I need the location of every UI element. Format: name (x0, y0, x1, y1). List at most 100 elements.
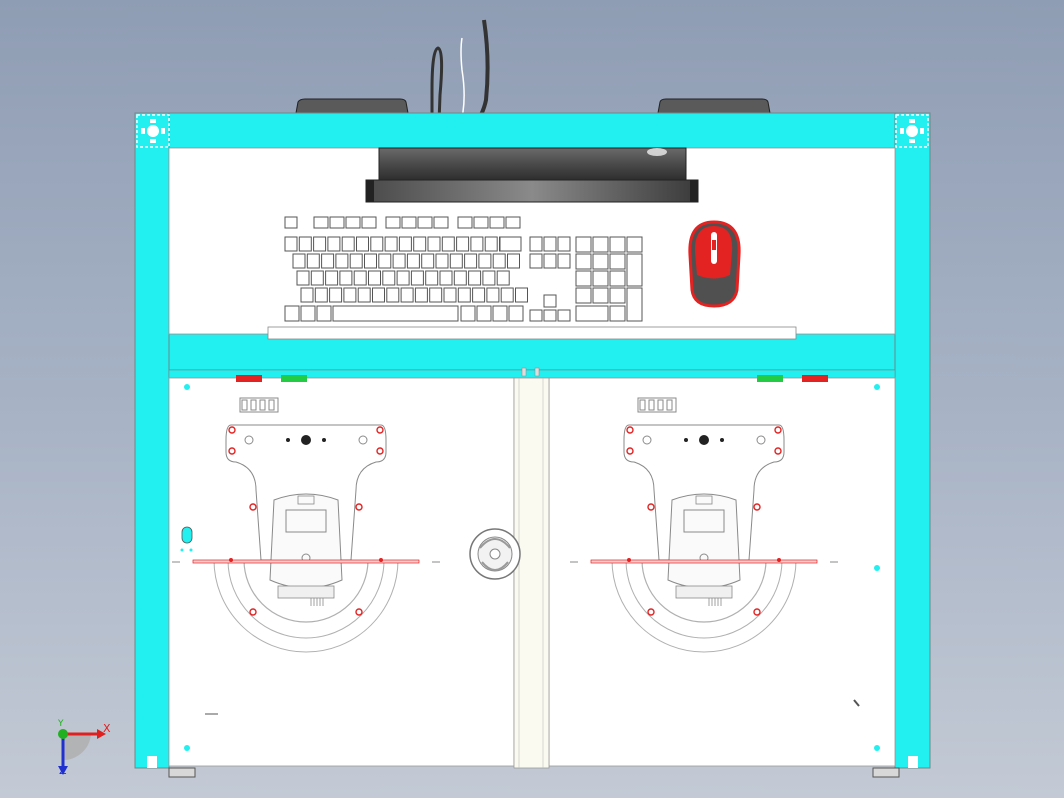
fixture-red-bolt (249, 608, 257, 616)
keyboard-key (316, 305, 332, 322)
keyboard-key (443, 287, 457, 303)
monitor-base (365, 179, 699, 203)
fixture-red-bolt (228, 426, 236, 434)
fixture-rotary-ring (213, 559, 399, 653)
fixture-center-hole (699, 435, 709, 445)
keyboard-key (449, 253, 463, 269)
fixture-guide-hole (358, 435, 368, 445)
keyboard-key (413, 236, 427, 252)
fixture-label-glyph (268, 399, 275, 411)
keyboard-key (575, 305, 609, 322)
caster-feet (168, 767, 900, 778)
fixture-label-plate (637, 397, 677, 413)
fixture-label-plate (239, 397, 279, 413)
keyboard-key (325, 270, 339, 286)
keyboard-key (339, 270, 353, 286)
fixture-center-hole (301, 435, 311, 445)
keyboard (284, 216, 643, 322)
fixture-label-glyph (639, 399, 646, 411)
keyboard-key (470, 236, 484, 252)
keyboard-key (335, 253, 349, 269)
fixture-small-hole (322, 438, 326, 442)
fixture-red-bolt (228, 447, 236, 455)
keyboard-key (364, 253, 377, 269)
keyboard-key (410, 270, 424, 286)
keyboard-key (486, 287, 500, 303)
keyboard-key (313, 216, 329, 229)
keyboard-key (296, 270, 310, 286)
keyboard-key (543, 309, 557, 322)
fixture-red-bolt (774, 447, 782, 455)
keyboard-key (439, 270, 453, 286)
right-speaker (657, 98, 771, 114)
keyboard-key (609, 236, 626, 253)
fixture-central-column (269, 493, 343, 589)
fixture-red-bolt (249, 503, 257, 511)
keyboard-key (476, 305, 492, 322)
keyboard-key (457, 287, 471, 303)
fixture-rail-stop (627, 558, 631, 562)
keyboard-key (382, 270, 396, 286)
frame-foot-left (147, 756, 157, 768)
fixture-clamp-block (683, 509, 725, 533)
fixture-small-hole (684, 438, 688, 442)
keyboard-key (484, 236, 498, 252)
keyboard-key (414, 287, 428, 303)
keyboard-key (284, 305, 300, 322)
keyboard-key (575, 287, 592, 304)
keyboard-key (329, 216, 345, 229)
keyboard-key (453, 270, 467, 286)
keyboard-key (421, 253, 435, 269)
keyboard-key (473, 216, 489, 229)
z-axis-label: Z (59, 764, 67, 777)
keyboard-key (492, 305, 508, 322)
x-axis-label: X (103, 722, 111, 735)
keyboard-key (609, 253, 626, 270)
keyboard-key (321, 253, 335, 269)
keyboard-key (345, 216, 361, 229)
fixture-small-hole (720, 438, 724, 442)
keyboard-key (284, 236, 298, 252)
keyboard-key (300, 305, 316, 322)
monitor (365, 147, 699, 203)
keyboard-key (284, 216, 298, 229)
keyboard-key (496, 270, 510, 286)
keyboard-key (557, 309, 571, 322)
fixture-red-bolt (355, 608, 363, 616)
keyboard-key (557, 236, 571, 252)
frame-lower-strip (168, 369, 896, 379)
fixture-red-bolt (626, 426, 634, 434)
left-start-button (281, 375, 307, 382)
keyboard-key (327, 236, 341, 252)
keyboard-key (433, 216, 449, 229)
keyboard-key (292, 253, 306, 269)
fixture-label-glyph (666, 399, 673, 411)
keyboard-tray (267, 326, 797, 340)
keyboard-key (609, 305, 626, 322)
fixture-clamp-block (285, 509, 327, 533)
fixture-red-bolt (376, 426, 384, 434)
keyboard-key (592, 253, 609, 270)
keyboard-key (626, 253, 643, 287)
fixture-small-hole (286, 438, 290, 442)
keyboard-key (489, 216, 505, 229)
keyboard-key (529, 309, 543, 322)
keyboard-key (464, 253, 478, 269)
keyboard-key (385, 216, 401, 229)
frame-foot-right (908, 756, 918, 768)
keyboard-key (356, 236, 369, 252)
keyboard-key (543, 294, 557, 308)
keyboard-key (310, 270, 324, 286)
fixture-rotary-ring (227, 559, 385, 639)
keyboard-key (456, 236, 470, 252)
keyboard-key (353, 270, 367, 286)
keyboard-key (378, 253, 392, 269)
right-start-button (757, 375, 783, 382)
monitor-body (378, 147, 687, 181)
keyboard-key (435, 253, 449, 269)
fixture-rail (590, 559, 818, 564)
keyboard-key (406, 253, 420, 269)
keyboard-key (626, 287, 643, 322)
